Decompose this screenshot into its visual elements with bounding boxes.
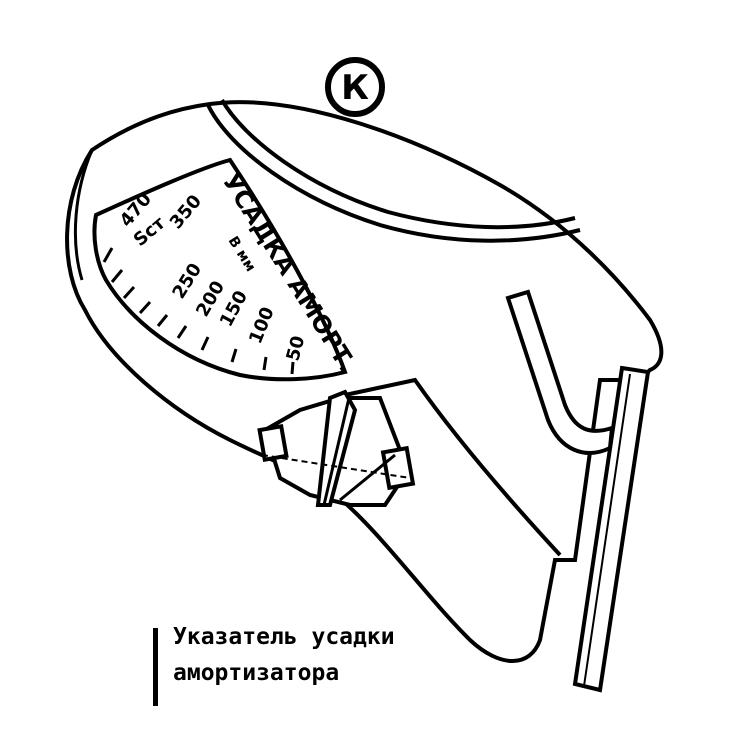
tick-8	[230, 348, 238, 363]
tick-6	[176, 325, 188, 339]
housing-left-edge	[73, 149, 94, 281]
pointer-bolt-line	[261, 454, 411, 479]
housing-lower-line	[344, 377, 562, 557]
pointer-assembly	[257, 389, 416, 507]
pointer-brace	[339, 453, 396, 502]
pointer-axis	[322, 397, 351, 506]
tick-9	[262, 356, 268, 371]
tick-1	[102, 247, 114, 263]
dial-ticks	[102, 247, 295, 375]
caption-bar	[153, 628, 158, 706]
tick-7	[200, 336, 210, 351]
view-label-letter: К	[341, 68, 369, 108]
dial-face	[92, 157, 348, 382]
tick-10	[290, 361, 295, 375]
mount-plate-inner	[583, 373, 631, 687]
housing-outline	[65, 100, 664, 663]
caption-line-2: амортизатора	[173, 660, 340, 686]
tick-5	[156, 314, 169, 327]
tick-4	[138, 300, 152, 315]
view-label: К	[325, 57, 385, 117]
tick-3	[122, 285, 136, 300]
tick-2	[110, 269, 124, 283]
housing-band-outer	[206, 104, 581, 243]
mount-plate	[572, 365, 651, 693]
pointer-nut-right	[380, 445, 416, 491]
caption: Указатель усадки амортизатора	[153, 620, 483, 710]
caption-line-1: Указатель усадки	[173, 624, 395, 650]
housing-band-inner	[220, 99, 576, 230]
